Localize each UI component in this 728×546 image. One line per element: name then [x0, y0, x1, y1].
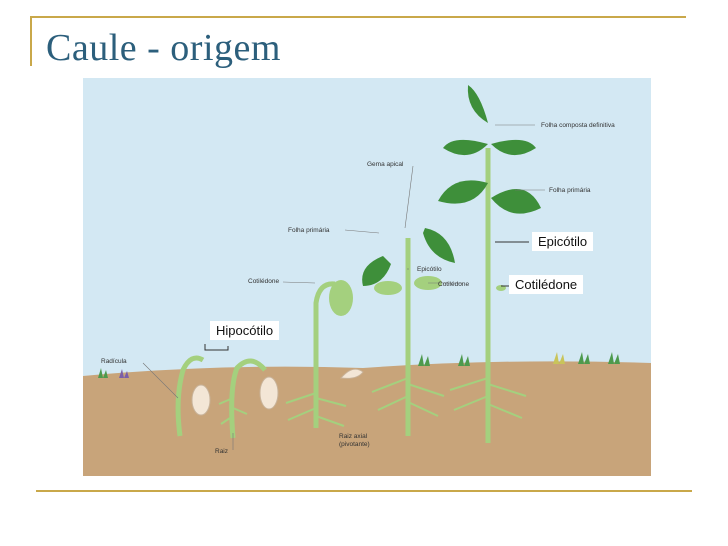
bottom-rule	[36, 490, 692, 492]
seedling-stage-2	[218, 358, 279, 439]
seedling-stage-3	[285, 280, 364, 428]
label-cotiledone-mid: Cotilédone	[438, 281, 469, 288]
hipocotilo-callout-line	[204, 344, 229, 351]
top-rule	[30, 16, 686, 18]
seedling-stage-5	[438, 85, 541, 443]
slide-title: Caule - origem	[46, 27, 281, 69]
callout-epicotilo: Epicótilo	[532, 232, 594, 251]
label-folha-primaria-left: Folha primária	[288, 227, 330, 234]
label-radicula: Radícula	[101, 358, 127, 365]
label-folha-composta: Folha composta definitiva	[541, 122, 615, 129]
seedling-stage-1	[175, 355, 211, 437]
label-raiz-axial: Raiz axial	[339, 433, 368, 440]
label-cotiledone-left: Cotilédone	[248, 278, 279, 285]
label-gema-apical: Gema apical	[367, 161, 404, 168]
seedling-stage-4	[362, 228, 455, 436]
soil	[83, 361, 651, 476]
label-folha-primaria-right: Folha primária	[549, 187, 591, 194]
grass-tufts	[98, 352, 620, 378]
callout-hipocotilo: Hipocótilo	[210, 321, 280, 340]
callout-cotiledone: Cotilédone	[509, 275, 584, 294]
left-rule	[30, 16, 32, 66]
leader-lines	[142, 124, 545, 450]
label-epicotilo-small: Epicótilo	[417, 266, 442, 273]
label-pivotante: (pivotante)	[339, 441, 370, 448]
label-raiz: Raiz	[215, 448, 228, 455]
